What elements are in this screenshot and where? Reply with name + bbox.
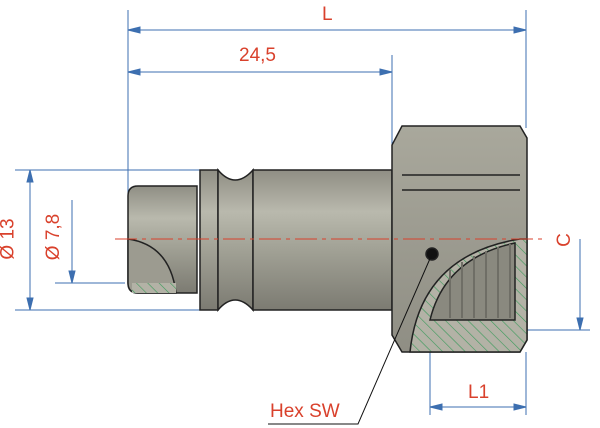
dim-label-L1: L1 [468,382,490,403]
thread [429,242,516,321]
dim-label-24-5: 24,5 [239,45,276,66]
hex-leader-line [268,253,433,425]
collar [199,169,219,311]
label-hex-sw: Hex SW [270,401,340,422]
body [252,169,393,311]
dim-label-L: L [322,4,333,25]
dimension-lines [26,26,584,411]
groove [217,167,254,313]
dim-label-d13: Ø 13 [0,218,19,259]
dim-label-C: C [553,233,575,247]
dim-label-d7-8: Ø 7,8 [43,213,65,261]
